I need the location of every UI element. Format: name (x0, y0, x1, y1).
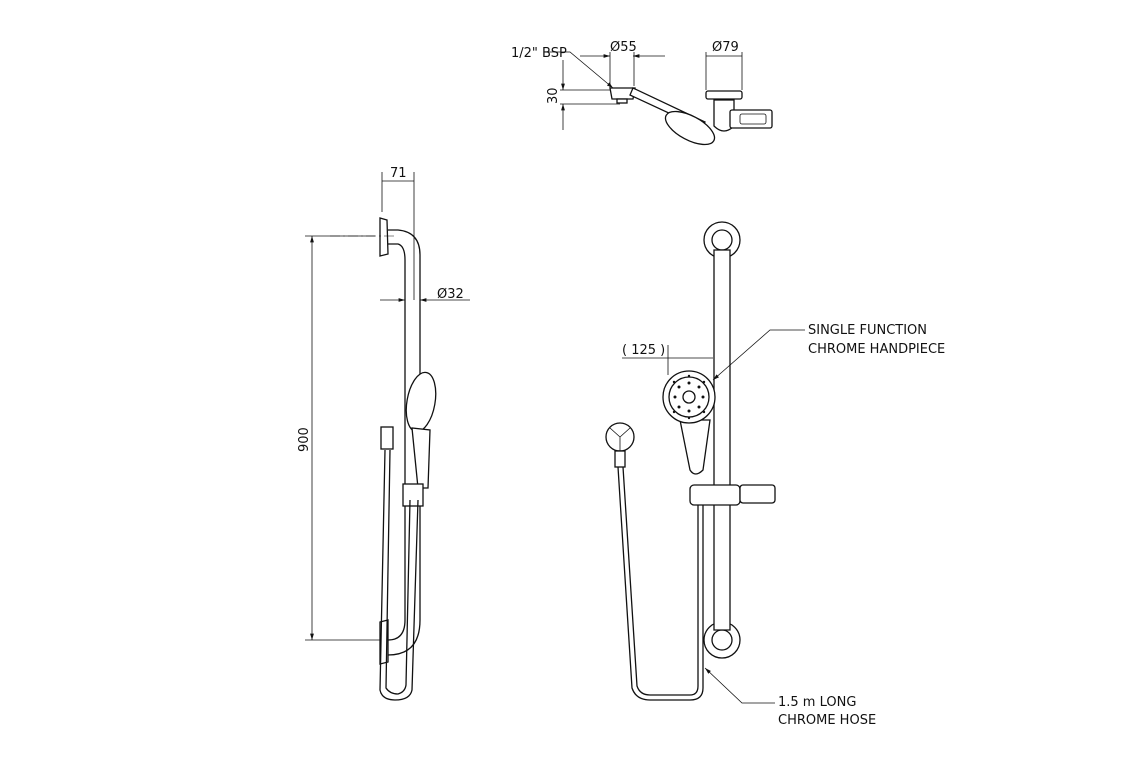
handpiece-leader (712, 329, 805, 381)
soap-holder-front (739, 484, 776, 504)
wall-flange (609, 87, 636, 100)
bsp-label: 1/2" BSP (511, 46, 567, 61)
side-view: 71 Ø32 900 (297, 166, 470, 701)
top-view: 1/2" BSP Ø55 30 Ø79 (511, 40, 773, 146)
rail-bracket (705, 90, 743, 100)
height-900-label: 900 (297, 427, 312, 452)
handpiece-label-line1: SINGLE FUNCTION (808, 323, 927, 338)
bsp-leader (548, 51, 614, 89)
top-wall-flange (379, 217, 389, 257)
hose-leader (704, 667, 775, 704)
shower-head (664, 110, 716, 146)
height-30-label: 30 (546, 87, 561, 104)
spray-nozzles (672, 374, 706, 420)
rail-front (713, 249, 731, 631)
hose-side (379, 449, 419, 701)
slider-front (689, 484, 741, 506)
hose-label-line2: CHROME HOSE (778, 713, 876, 728)
width-71-label: 71 (390, 166, 407, 181)
slider-side (402, 483, 424, 507)
dia-55-label: Ø55 (610, 40, 637, 55)
front-view: ( 125 ) SINGLE FUNCTION CHROME HANDPIECE… (605, 221, 945, 728)
handpiece-side (405, 371, 437, 433)
dia-79-label: Ø79 (712, 40, 739, 55)
hose-holder-side (380, 426, 394, 450)
hose-label-line1: 1.5 m LONG (778, 695, 856, 710)
dia-32-label: Ø32 (437, 287, 464, 302)
handpiece-head (662, 370, 716, 424)
handpiece-label-line2: CHROME HANDPIECE (808, 342, 945, 357)
offset-125-label: ( 125 ) (622, 343, 665, 358)
hose-front (617, 466, 704, 701)
handpiece-handle (679, 419, 711, 475)
